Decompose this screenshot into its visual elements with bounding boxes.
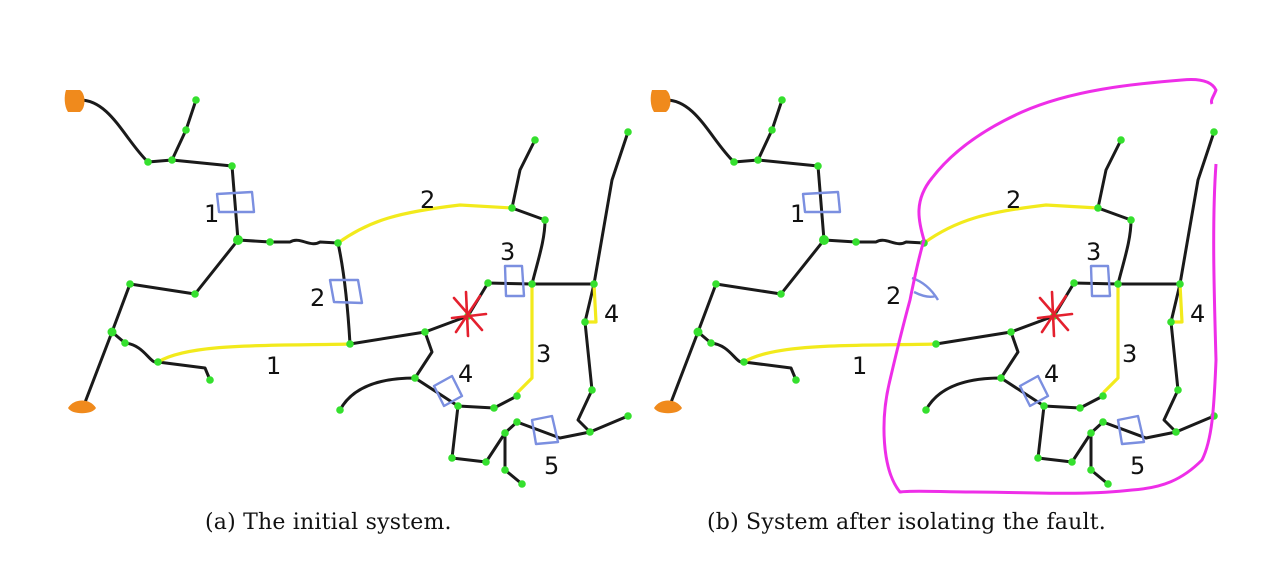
switch-2-open — [911, 276, 940, 301]
svg-text:2: 2 — [420, 186, 435, 214]
switch-5 — [1116, 414, 1146, 446]
labels: 1 2 3 4 5 1 2 3 4 — [204, 186, 619, 480]
svg-text:4: 4 — [1044, 360, 1059, 388]
caption-a: (a) The initial system. — [205, 510, 452, 535]
switch-3 — [1089, 264, 1112, 298]
source-top — [64, 90, 85, 112]
switch-3 — [503, 264, 526, 298]
network-diagram-a: 1 2 3 4 5 1 2 3 4 — [64, 90, 632, 488]
sectionalizing-switches — [215, 190, 560, 446]
feeder-lines — [664, 98, 1216, 486]
switch-2 — [328, 278, 364, 305]
switch-4 — [432, 374, 464, 408]
substation-sources — [64, 90, 96, 414]
nodes — [107, 96, 632, 488]
switch-5 — [530, 414, 560, 446]
svg-text:3: 3 — [536, 340, 551, 368]
svg-text:5: 5 — [1130, 452, 1145, 480]
svg-text:2: 2 — [886, 282, 901, 310]
feeder-lines — [78, 98, 630, 486]
switch-1 — [215, 190, 256, 214]
isolation-boundary — [882, 78, 1218, 495]
svg-text:3: 3 — [500, 238, 515, 266]
svg-text:1: 1 — [790, 200, 805, 228]
nodes — [693, 96, 1218, 488]
tie-lines — [742, 203, 1184, 394]
caption-b: (b) System after isolating the fault. — [707, 510, 1106, 535]
labels: 1 2 3 4 5 1 2 3 4 — [790, 186, 1205, 480]
fault-marker — [450, 290, 488, 338]
svg-text:4: 4 — [604, 300, 619, 328]
svg-text:2: 2 — [1006, 186, 1021, 214]
sectionalizing-switches — [801, 190, 1146, 446]
switch-4 — [1018, 374, 1050, 408]
svg-text:4: 4 — [458, 360, 473, 388]
fault-marker — [1036, 290, 1074, 338]
svg-text:1: 1 — [852, 352, 867, 380]
tie-lines — [156, 203, 598, 394]
svg-text:3: 3 — [1086, 238, 1101, 266]
panel-after-isolation: 1 2 3 4 5 1 2 3 4 — [642, 60, 1282, 520]
network-diagram-b: 1 2 3 4 5 1 2 3 4 — [650, 78, 1218, 495]
svg-text:4: 4 — [1190, 300, 1205, 328]
switch-1 — [801, 190, 842, 214]
svg-text:1: 1 — [204, 200, 219, 228]
source-bottom — [68, 400, 96, 414]
svg-text:5: 5 — [544, 452, 559, 480]
svg-text:3: 3 — [1122, 340, 1137, 368]
source-bottom — [654, 400, 682, 414]
panel-initial-system: 1 2 3 4 5 1 2 3 4 (a) The initial system… — [0, 60, 640, 535]
svg-text:1: 1 — [266, 352, 281, 380]
substation-sources — [650, 90, 682, 414]
svg-text:2: 2 — [310, 284, 325, 312]
source-top — [650, 90, 671, 112]
